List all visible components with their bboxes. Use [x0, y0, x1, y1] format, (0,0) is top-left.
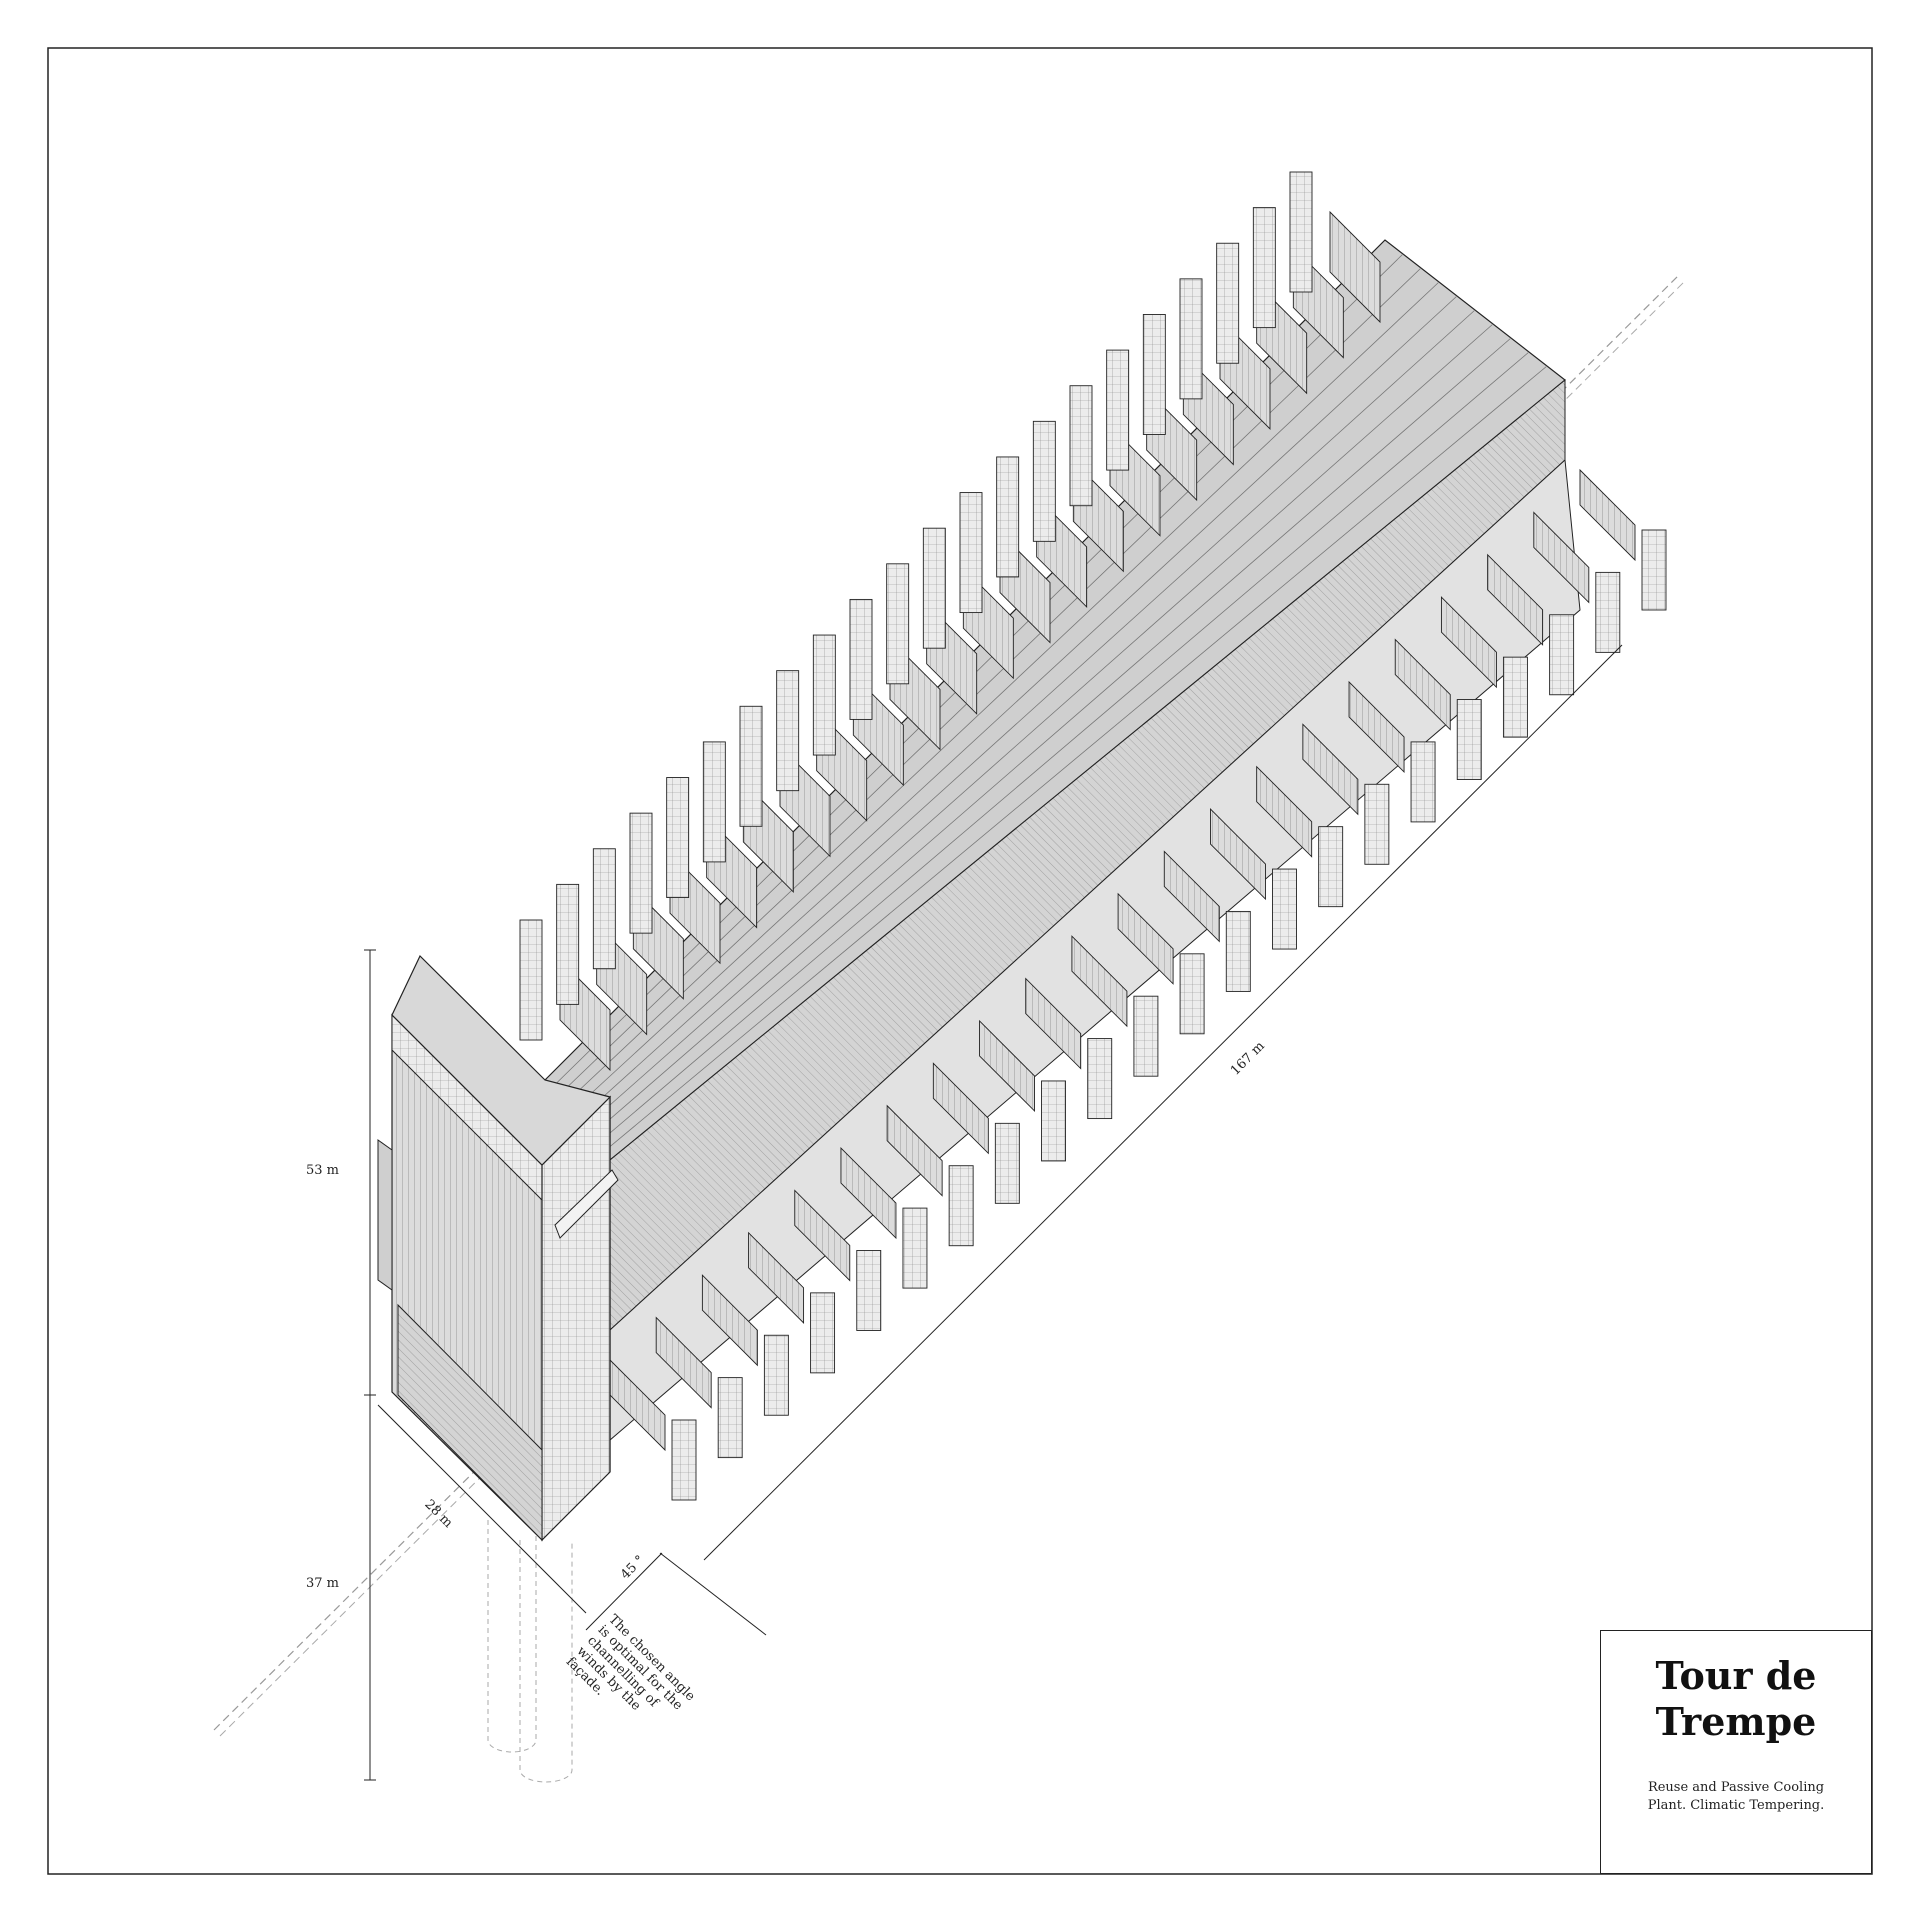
dim-line-angle-b [585, 1552, 663, 1631]
dimension-lines [364, 644, 1623, 1781]
foundation-cylinders [487, 1520, 573, 1783]
tower-block [377, 954, 619, 1542]
title-block: Tour de Trempe Reuse and Passive Cooling… [1600, 1630, 1872, 1874]
project-title: Tour de Trempe [1655, 1653, 1817, 1744]
roof-ridge [544, 239, 1581, 1442]
height-upper-label: 53 m [306, 1163, 340, 1178]
height-lower-label: 37 m [306, 1576, 340, 1591]
project-subtitle: Reuse and Passive Cooling Plant. Climati… [1647, 1780, 1825, 1813]
dim-line-width [377, 1404, 587, 1614]
front-fins [609, 468, 1667, 1501]
dim-line-length [703, 644, 1623, 1561]
sheet-frame [47, 47, 1873, 1875]
back-fins [519, 171, 1381, 1072]
dim-line-angle-a [659, 1552, 767, 1636]
